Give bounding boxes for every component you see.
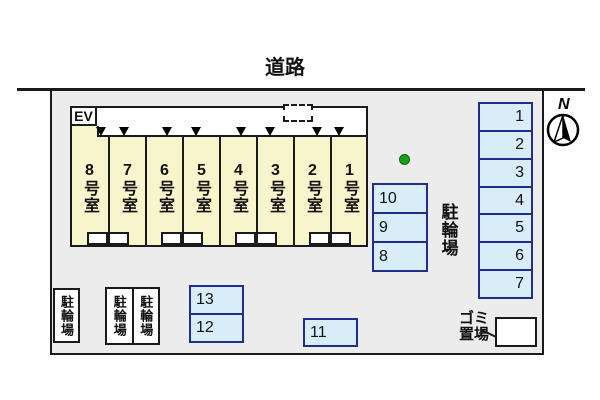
apartment-building: EV 8号室 7号室 6号室 5号室 4号室 xyxy=(70,104,368,247)
room-divider xyxy=(293,137,295,245)
doorstep-box xyxy=(235,232,256,245)
room-divider xyxy=(145,137,147,245)
room-divider xyxy=(219,137,221,245)
road-label: 道路 xyxy=(265,57,305,79)
door-marker-icon xyxy=(312,127,322,136)
room-label-3: 3号室 xyxy=(267,162,284,214)
bicycle-parking-box-3: 駐輪場 xyxy=(131,289,159,343)
green-marker-dot xyxy=(399,154,410,165)
doorstep-box xyxy=(161,232,182,245)
room-label-2: 2号室 xyxy=(304,162,321,214)
room-label-8: 8号室 xyxy=(81,162,98,214)
rooms-area xyxy=(97,135,366,245)
parking-space-13: 13 xyxy=(191,287,242,313)
parking-space-2: 2 xyxy=(480,129,531,158)
room-label-4: 4号室 xyxy=(230,162,247,214)
doorstep-box xyxy=(330,232,351,245)
garbage-area-box xyxy=(495,317,537,347)
room-divider xyxy=(182,137,184,245)
bicycle-parking-box-1: 駐輪場 xyxy=(53,288,80,343)
door-marker-icon xyxy=(191,127,201,136)
bicycle-parking-box-pair: 駐輪場 駐輪場 xyxy=(105,287,160,345)
bicycle-parking-label-right: 駐輪場 xyxy=(438,203,458,257)
room8-upper-area xyxy=(72,125,97,245)
door-marker-icon xyxy=(265,127,275,136)
site-boundary: EV 8号室 7号室 6号室 5号室 4号室 xyxy=(50,89,544,355)
doorstep-box xyxy=(108,232,129,245)
parking-space-9: 9 xyxy=(374,212,426,241)
doorstep-box xyxy=(182,232,203,245)
room-label-6: 6号室 xyxy=(156,162,173,214)
parking-space-6: 6 xyxy=(480,241,531,270)
room-divider xyxy=(330,137,332,245)
parking-pair-lower: 13 12 xyxy=(189,285,244,343)
parking-space-7: 7 xyxy=(480,269,531,298)
bicycle-parking-box-2: 駐輪場 xyxy=(107,289,132,343)
parking-space-12: 12 xyxy=(191,313,242,341)
bicycle-parking-label-3: 駐輪場 xyxy=(138,295,154,337)
doorstep-box xyxy=(256,232,277,245)
door-marker-icon xyxy=(334,127,344,136)
bicycle-parking-label-1: 駐輪場 xyxy=(59,294,74,337)
room-label-1: 1号室 xyxy=(341,162,358,214)
parking-space-5: 5 xyxy=(480,213,531,242)
room-label-7: 7号室 xyxy=(119,162,136,214)
garbage-area-label: ゴミ 置場 xyxy=(458,310,489,343)
parking-space-3: 3 xyxy=(480,157,531,186)
parking-space-11: 11 xyxy=(305,320,356,345)
elevator-box: EV xyxy=(70,106,97,126)
door-marker-icon xyxy=(162,127,172,136)
compass-north-label: N xyxy=(558,96,570,113)
parking-column-right: 1 2 3 4 5 6 7 xyxy=(478,102,533,299)
room-divider xyxy=(256,137,258,245)
compass-icon: N xyxy=(546,96,580,147)
bicycle-parking-label-2: 駐輪場 xyxy=(111,295,127,337)
parking-space-10: 10 xyxy=(374,185,426,212)
parking-column-middle: 10 9 8 xyxy=(372,183,428,272)
door-marker-icon xyxy=(119,127,129,136)
door-marker-icon xyxy=(96,127,106,136)
doorstep-box xyxy=(87,232,108,245)
dashed-area-marker xyxy=(283,104,313,122)
door-marker-icon xyxy=(236,127,246,136)
parking-space-4: 4 xyxy=(480,185,531,214)
parking-space-8: 8 xyxy=(374,241,426,270)
parking-space-1: 1 xyxy=(480,104,531,130)
room-label-5: 5号室 xyxy=(193,162,210,214)
parking-space-11-box: 11 xyxy=(303,318,358,347)
doorstep-box xyxy=(309,232,330,245)
room-divider xyxy=(108,137,110,245)
